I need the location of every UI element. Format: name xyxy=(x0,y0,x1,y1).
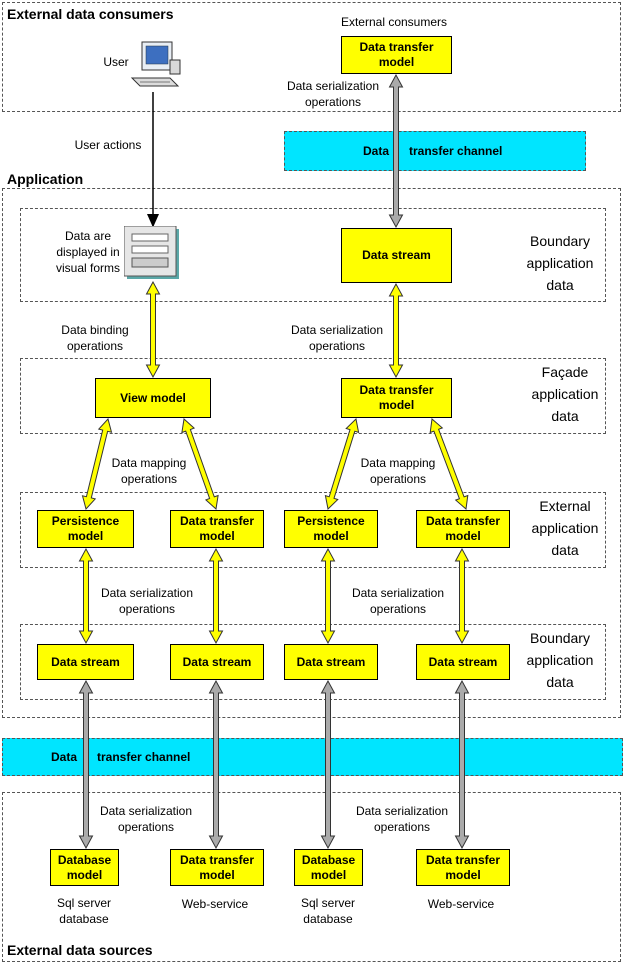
source-transfer-arrow-3 xyxy=(320,679,336,850)
serialization-arrow-3 xyxy=(320,547,336,645)
source-dto-1-box: Data transfer model xyxy=(170,849,264,886)
facade-serialization-arrow xyxy=(388,282,404,379)
facade-dto-box: Data transfer model xyxy=(341,378,452,418)
data-stream-1-box: Data stream xyxy=(37,644,134,680)
mapping-arrow-2 xyxy=(181,418,219,510)
transfer-channel-bottom: Data transfer channel xyxy=(2,738,623,776)
external-label: External application data xyxy=(531,498,599,558)
user-actions-label: User actions xyxy=(74,138,142,152)
source-dto-2-box: Data transfer model xyxy=(416,849,510,886)
visual-form-icon xyxy=(123,225,180,280)
boundary-bottom-label: Boundary application data xyxy=(526,630,594,690)
view-model-box: View model xyxy=(95,378,211,418)
channel-top-word2: transfer channel xyxy=(409,144,503,158)
ser-src-right-label: Data serialization operations xyxy=(355,804,449,834)
data-stream-3-box: Data stream xyxy=(284,644,378,680)
binding-arrow xyxy=(145,280,161,379)
database-model-1-box: Database model xyxy=(50,849,119,886)
boundary-top-layer xyxy=(20,208,606,302)
binding-label: Data binding operations xyxy=(61,323,129,353)
dto-2-box: Data transfer model xyxy=(416,510,510,548)
persistence-model-2-box: Persistence model xyxy=(284,510,378,548)
mapping-arrow-4 xyxy=(429,418,469,510)
serialization-arrow-4 xyxy=(454,547,470,645)
source-transfer-arrow-2 xyxy=(208,679,224,850)
sources-region xyxy=(2,792,621,962)
mapping-right-label: Data mapping operations xyxy=(360,456,436,486)
serialization-arrow-1 xyxy=(78,547,94,645)
external-consumers-label: External consumers xyxy=(340,15,448,29)
ser-src-left-label: Data serialization operations xyxy=(99,804,193,834)
facade-label: Façade application data xyxy=(531,364,599,424)
transfer-channel-top: Data transfer channel xyxy=(284,131,586,171)
application-region xyxy=(2,188,621,718)
channel-bottom-word2: transfer channel xyxy=(97,750,191,764)
application-title: Application xyxy=(7,171,84,187)
source-transfer-arrow-1 xyxy=(78,679,94,850)
mapping-left-label: Data mapping operations xyxy=(111,456,187,486)
boundary-top-label: Boundary application data xyxy=(526,233,594,293)
source-transfer-arrow-4 xyxy=(454,679,470,850)
forms-label: Data are displayed in visual forms xyxy=(55,229,120,275)
sql-source-1-label: Sql server database xyxy=(56,896,112,926)
web-source-2-label: Web-service xyxy=(427,897,495,911)
consumer-transfer-arrow xyxy=(388,73,404,229)
web-source-1-label: Web-service xyxy=(181,897,249,911)
data-stream-4-box: Data stream xyxy=(416,644,510,680)
boundary-bottom-layer xyxy=(20,624,606,700)
user-label: User xyxy=(103,55,129,69)
mapping-arrow-3 xyxy=(324,417,360,511)
facade-layer xyxy=(20,358,606,434)
dto-1-box: Data transfer model xyxy=(170,510,264,548)
database-model-2-box: Database model xyxy=(294,849,363,886)
ser-left-label: Data serialization operations xyxy=(100,586,194,616)
mapping-arrow-1 xyxy=(81,417,113,511)
data-stream-top-box: Data stream xyxy=(341,228,452,283)
consumers-title: External data consumers xyxy=(7,6,174,22)
ser-top-label: Data serialization operations xyxy=(286,79,380,109)
channel-top-word1: Data xyxy=(363,144,390,158)
persistence-model-1-box: Persistence model xyxy=(37,510,134,548)
external-layer xyxy=(20,492,606,568)
sources-title: External data sources xyxy=(7,942,153,958)
ser-facade-label: Data serialization operations xyxy=(290,323,384,353)
ser-right-label: Data serialization operations xyxy=(351,586,445,616)
computer-user-icon xyxy=(126,38,184,94)
consumer-dto-box: Data transfer model xyxy=(341,36,452,74)
serialization-arrow-2 xyxy=(208,547,224,645)
sql-source-2-label: Sql server database xyxy=(300,896,356,926)
data-stream-2-box: Data stream xyxy=(170,644,264,680)
consumers-region xyxy=(2,2,621,112)
channel-bottom-word1: Data xyxy=(51,750,78,764)
